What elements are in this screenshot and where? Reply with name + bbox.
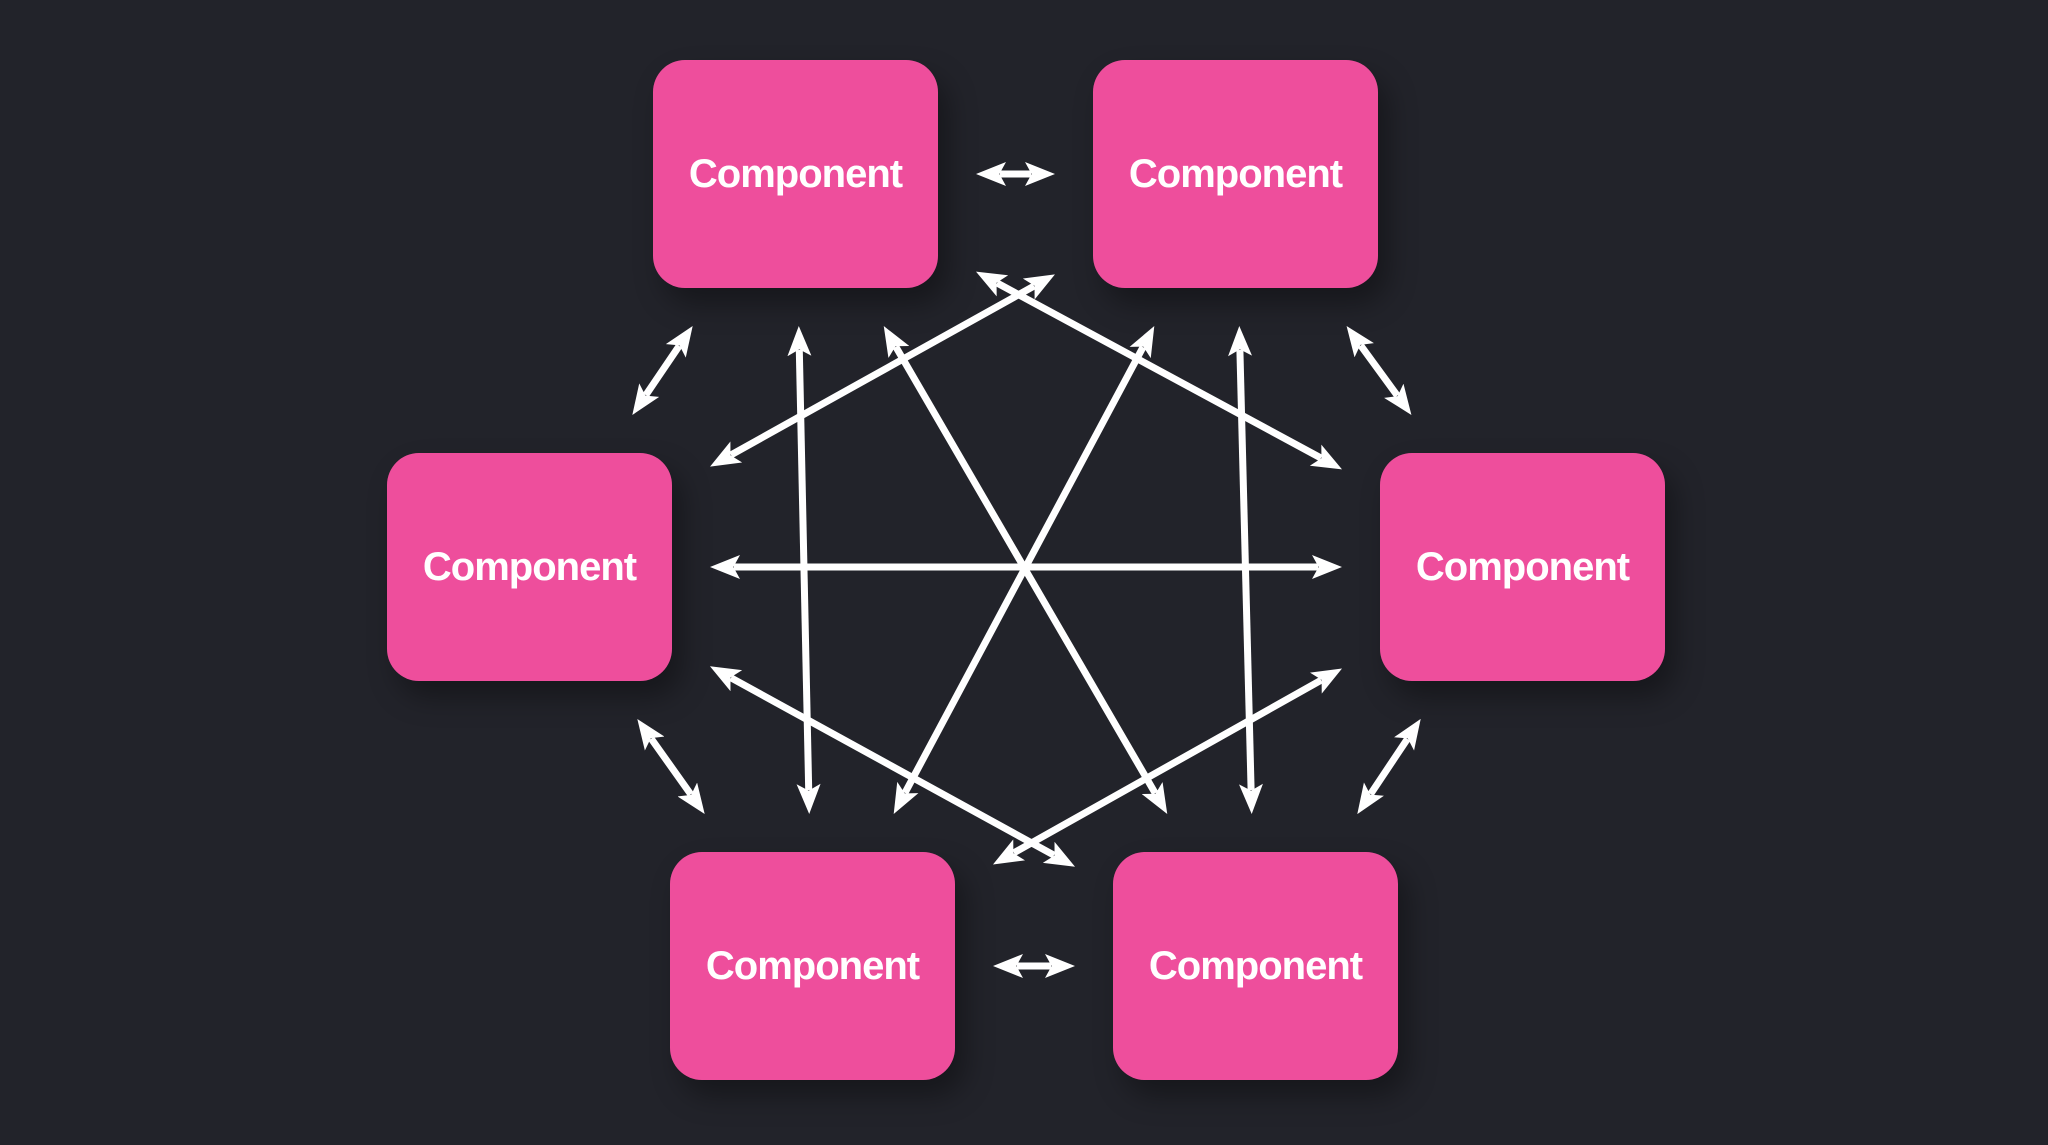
- double-arrow-edge-mid-left-bottom-right: [709, 666, 1076, 867]
- double-arrow-edge-top-left-mid-right: [975, 271, 1343, 470]
- component-label: Component: [705, 944, 920, 988]
- component-label: Component: [688, 152, 903, 196]
- double-arrow-edge-mid-right-bottom-right: [1357, 718, 1421, 815]
- component-label: Component: [1148, 944, 1363, 988]
- double-arrow-edge-top-right-mid-left: [710, 274, 1055, 467]
- double-arrow-edge-bottom-left-mid-left: [637, 719, 705, 814]
- component-node-top-right: Component: [1093, 60, 1378, 288]
- double-arrow-edge-top-right-mid-right: [1346, 326, 1412, 415]
- component-label: Component: [1415, 545, 1630, 589]
- component-node-mid-left: Component: [387, 453, 672, 681]
- component-label: Component: [1128, 152, 1343, 196]
- edge-group: [632, 162, 1421, 978]
- double-arrow-edge-mid-right-bottom-left: [992, 668, 1343, 865]
- component-node-bottom-left: Component: [670, 852, 955, 1080]
- component-node-mid-right: Component: [1380, 453, 1665, 681]
- double-arrow-edge-mid-left-top-left: [632, 326, 693, 415]
- component-node-bottom-right: Component: [1113, 852, 1398, 1080]
- component-node-top-left: Component: [653, 60, 938, 288]
- component-label: Component: [422, 545, 637, 589]
